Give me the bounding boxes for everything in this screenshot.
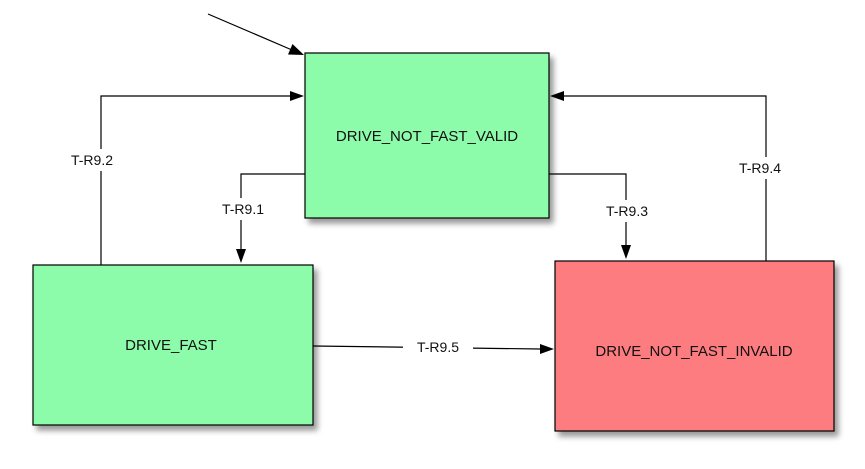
edge-t-r9-2 [100, 95, 291, 265]
label-bg-t-r9-3 [592, 200, 662, 222]
edge-t-r9-4 [563, 95, 767, 261]
edge-t-r9-1 [240, 173, 305, 249]
arrowhead-t-r9-3 [621, 245, 631, 259]
transition-t-r9-2: T-R9.2 [56, 91, 304, 265]
edge-label-t-r9-5: T-R9.5 [417, 339, 459, 355]
arrowhead-t-r9-4 [550, 91, 564, 101]
state-box-drive-fast [32, 264, 314, 426]
transition-t-r9-5: T-R9.5 [312, 336, 554, 358]
initial-arrow-line [207, 13, 293, 51]
transition-t-r9-3: T-R9.3 [549, 173, 662, 259]
state-label-drive-not-fast-invalid: DRIVE_NOT_FAST_INVALID [595, 343, 792, 360]
state-label-drive-fast: DRIVE_FAST [125, 337, 217, 354]
edge-label-t-r9-1: T-R9.1 [222, 201, 264, 217]
arrowhead-t-r9-5 [540, 344, 554, 354]
state-drive-not-fast-valid: DRIVE_NOT_FAST_VALID [304, 52, 550, 219]
state-drive-fast: DRIVE_FAST [32, 264, 314, 426]
edge-label-t-r9-2: T-R9.2 [71, 152, 113, 168]
label-bg-t-r9-2 [56, 149, 128, 171]
arrowhead-t-r9-1 [236, 249, 246, 263]
initial-arrowhead [288, 44, 304, 55]
state-box-drive-not-fast-valid [304, 52, 550, 219]
state-box-drive-not-fast-invalid [554, 260, 835, 432]
state-drive-not-fast-invalid: DRIVE_NOT_FAST_INVALID [554, 260, 835, 432]
label-bg-t-r9-1 [208, 198, 278, 220]
transition-t-r9-1: T-R9.1 [208, 173, 305, 263]
state-label-drive-not-fast-valid: DRIVE_NOT_FAST_VALID [336, 128, 518, 145]
edge-label-t-r9-4: T-R9.4 [739, 160, 781, 176]
initial-transition-arrow [207, 13, 304, 55]
label-bg-t-r9-4 [724, 157, 796, 179]
edge-label-t-r9-3: T-R9.3 [606, 203, 648, 219]
transition-t-r9-4: T-R9.4 [550, 91, 796, 261]
arrowhead-t-r9-2 [290, 91, 304, 101]
label-bg-t-r9-5 [403, 336, 473, 358]
